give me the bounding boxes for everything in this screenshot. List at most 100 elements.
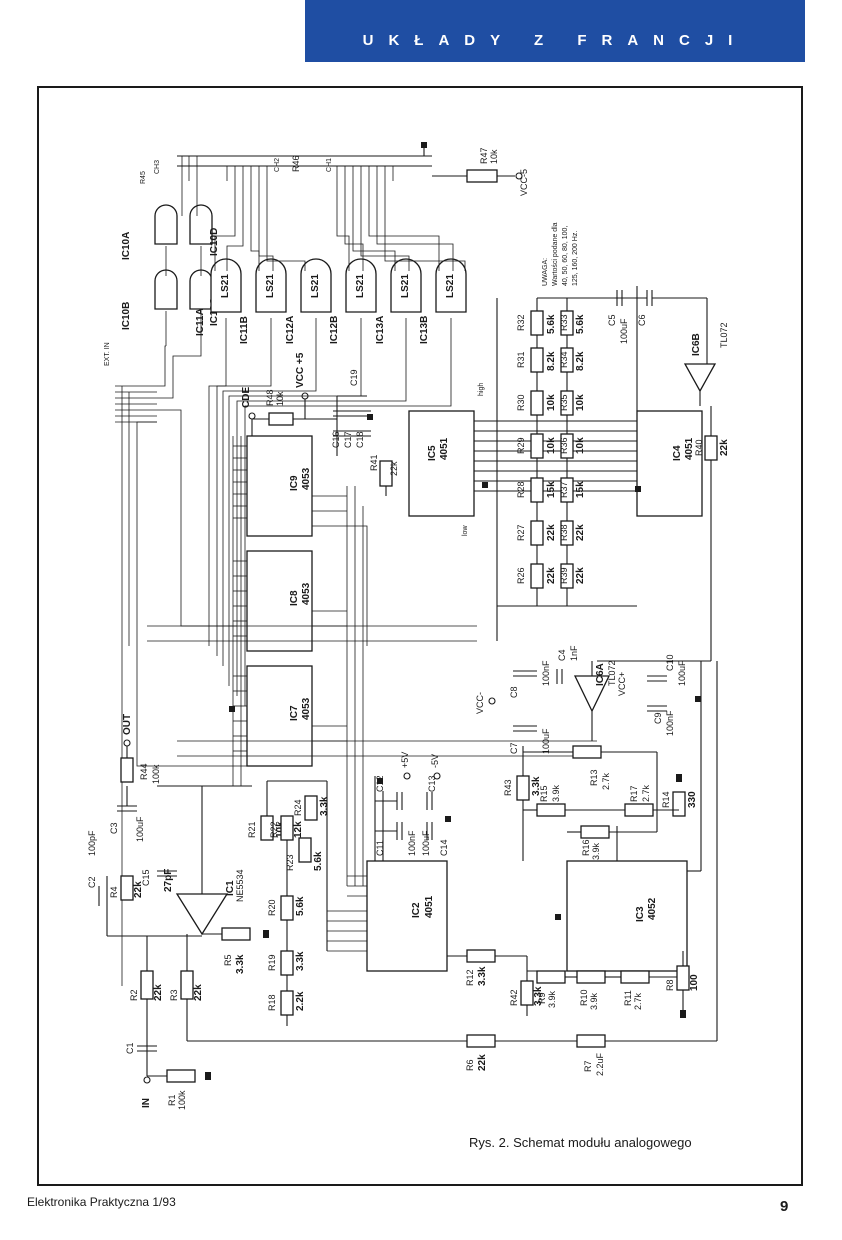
r36-value: 10k	[575, 437, 586, 454]
r3-value: 22k	[193, 984, 204, 1001]
c2-value: 100pF	[87, 830, 97, 856]
r18-ref: R18	[267, 994, 277, 1011]
r22-ref: R22	[269, 821, 279, 838]
r38-ref: R38	[559, 524, 569, 541]
r9-value: 3.9k	[547, 990, 557, 1008]
r8-ref: R8	[665, 979, 675, 991]
c5-value: 100uF	[619, 318, 629, 344]
in-label: IN	[141, 1098, 152, 1108]
r34-value: 8.2k	[575, 351, 586, 371]
r13-resistor	[572, 745, 602, 759]
note-line-2: Wartości podane dla	[552, 222, 559, 286]
r32-resistor	[530, 310, 544, 336]
c5-c6: C5 100uF C6	[597, 290, 677, 344]
vcc5-terminal	[515, 172, 523, 180]
plus5v-label: +5V	[400, 752, 410, 768]
out-terminal	[123, 739, 131, 747]
r44-ref: R44	[139, 763, 149, 780]
r35-value: 10k	[575, 394, 586, 411]
ic11a-part: LS21	[220, 274, 231, 298]
ic12b-part: LS21	[355, 274, 366, 298]
r7-ref: R7	[583, 1060, 593, 1072]
vcc5-label: VCC-5	[519, 169, 529, 196]
r2-ref: R2	[129, 989, 139, 1001]
r26-value: 22k	[546, 567, 557, 584]
supply-decoupling: CDE R48 10k VCC +5 C16 C17 C18 C19 R41 2…	[241, 352, 399, 496]
c15-value: 27pF	[163, 869, 174, 892]
r9-resistor	[536, 970, 566, 984]
r11-ref: R11	[623, 990, 633, 1006]
r12-resistor	[466, 949, 496, 963]
r18-resistor	[280, 990, 294, 1016]
r47-ref: R47	[479, 147, 489, 164]
ic9-4053: IC9 4053	[233, 435, 347, 537]
ic7-part: 4053	[301, 697, 312, 720]
c6-ref: C6	[637, 314, 647, 326]
c10-value: 100uF	[677, 660, 687, 686]
ic6a-ref: IC6A	[595, 663, 606, 686]
c3-value: 100uF	[135, 816, 145, 842]
ic4-4051: IC4 4051 R40 22k	[597, 286, 730, 662]
r13-value: 2.7k	[601, 772, 611, 790]
c11-ref: C11	[375, 840, 385, 856]
r43-value: 3.3k	[531, 776, 542, 796]
r9-ref: R9	[537, 992, 547, 1004]
ic4-box	[636, 410, 703, 517]
cde-terminal	[248, 412, 256, 420]
r42-ref: R42	[509, 989, 519, 1006]
c11-c14-supply: C12 C11 100nF C13 C14 100uF +5V -5V	[374, 752, 451, 861]
r32-value: 5.6k	[546, 314, 557, 334]
section-banner: UKŁADY Z FRANCJI	[305, 0, 805, 62]
r6-value: 22k	[477, 1054, 488, 1071]
r35-ref: R35	[559, 394, 569, 411]
r12-value: 3.3k	[477, 966, 488, 986]
ground-symbol	[482, 482, 488, 488]
figure-caption: Rys. 2. Schemat modułu analogowego	[469, 1135, 692, 1150]
r38-resistor	[560, 520, 574, 546]
c8-ref: C8	[509, 686, 519, 698]
r19-value: 3.3k	[295, 951, 306, 971]
r4-value: 22k	[133, 881, 144, 898]
r34-resistor	[560, 347, 574, 373]
ic6a-part: TL072	[607, 660, 617, 686]
banner-text: UKŁADY Z FRANCJI	[362, 31, 748, 49]
plus5v-terminal	[403, 772, 411, 780]
r46-label: R46	[291, 155, 301, 172]
ground-symbol	[555, 914, 561, 920]
ic4-ref: IC4	[672, 445, 683, 461]
r30-ref: R30	[516, 394, 526, 411]
r34-ref: R34	[559, 351, 569, 368]
ic1-triangle	[175, 893, 229, 936]
ic11b-label: IC11B	[239, 316, 250, 344]
r20-value: 5.6k	[295, 896, 306, 916]
resistor-ladder: R32 5.6k R31 8.2k R30 10k R29 10k R28 15…	[474, 297, 637, 641]
r22-value: 12k	[293, 821, 304, 838]
r36-resistor	[560, 433, 574, 459]
r35-resistor	[560, 390, 574, 416]
cde-label: CDE	[241, 387, 252, 408]
r10-value: 3.9k	[589, 992, 599, 1010]
journal-name: Elektronika Praktyczna 1/93	[27, 1195, 176, 1209]
ic8-part: 4053	[301, 582, 312, 605]
r10-ref: R10	[579, 989, 589, 1006]
r24-ref: R24	[293, 799, 303, 816]
r16-resistor	[580, 825, 610, 839]
r40-ref: R40	[694, 439, 704, 456]
ic9-box	[246, 435, 313, 537]
r37-resistor	[560, 477, 574, 503]
r23-value: 5.6k	[313, 851, 324, 871]
r1-resistor	[166, 1069, 196, 1083]
r47-value: 10k	[489, 149, 499, 164]
note-line-1: UWAGA:	[542, 258, 549, 286]
r18-value: 2.2k	[295, 991, 306, 1011]
r47-resistor	[466, 169, 498, 183]
vcc-plus5-label: VCC +5	[295, 352, 306, 388]
ground-symbol	[205, 1072, 211, 1080]
r43-resistor	[516, 775, 530, 801]
schematic-diagram: R45 CH3 CH2 R46 CH1 R47 10k VCC-5 IC10A …	[87, 142, 730, 1150]
ic3-ref: IC3	[635, 906, 646, 922]
r1-value: 100k	[177, 1090, 187, 1110]
r24-resistor	[304, 795, 318, 821]
r16-ref: R16	[581, 839, 591, 856]
ic6b-ref: IC6B	[691, 333, 702, 356]
